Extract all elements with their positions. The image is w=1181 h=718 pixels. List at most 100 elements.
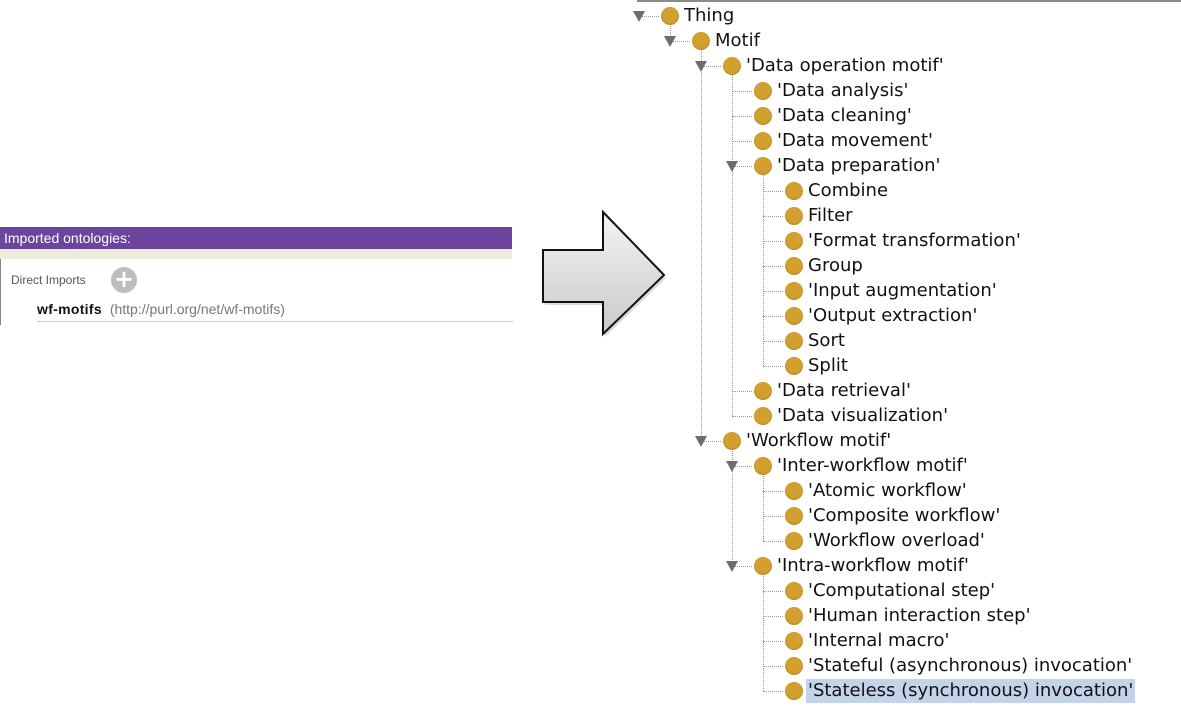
- tree-connector: [763, 241, 783, 242]
- imports-toolbar-strip: [0, 249, 512, 259]
- expand-toggle-icon[interactable]: [664, 36, 676, 47]
- class-bullet-icon: [754, 457, 772, 475]
- tree-node[interactable]: Sort: [785, 329, 847, 353]
- tree-node-label: 'Data retrieval': [777, 380, 911, 401]
- class-bullet-icon: [785, 307, 803, 325]
- expand-toggle-icon[interactable]: [695, 61, 707, 72]
- tree-node-label: 'Stateful (asynchronous) invocation': [808, 655, 1133, 676]
- tree-node[interactable]: 'Stateless (synchronous) invocation': [785, 679, 1136, 703]
- class-bullet-icon: [723, 57, 741, 75]
- tree-node[interactable]: 'Data visualization': [754, 404, 950, 428]
- class-bullet-icon: [785, 532, 803, 550]
- tree-connector: [732, 391, 752, 392]
- tree-connector: [763, 666, 783, 667]
- class-bullet-icon: [754, 382, 772, 400]
- tree-node[interactable]: Thing: [661, 4, 736, 28]
- tree-connector: [732, 416, 752, 417]
- tree-node[interactable]: 'Internal macro': [785, 629, 951, 653]
- right-arrow-icon: [542, 209, 666, 337]
- tree-connector: [763, 291, 783, 292]
- expand-toggle-icon[interactable]: [726, 161, 738, 172]
- tree-connector: [763, 541, 783, 542]
- tree-branch-line: [701, 47, 702, 441]
- tree-node[interactable]: Split: [785, 354, 850, 378]
- tree-node[interactable]: 'Data movement': [754, 129, 935, 153]
- tree-branch-line: [670, 22, 671, 41]
- tree-node-label: 'Human interaction step': [808, 605, 1031, 626]
- tree-connector: [763, 616, 783, 617]
- tree-node[interactable]: Combine: [785, 179, 890, 203]
- tree-node[interactable]: 'Input augmentation': [785, 279, 999, 303]
- add-import-button[interactable]: +: [111, 267, 137, 293]
- tree-node-label: 'Composite workflow': [808, 505, 1001, 526]
- tree-node-label: Group: [808, 255, 863, 276]
- tree-node[interactable]: Group: [785, 254, 865, 278]
- tree-node[interactable]: 'Human interaction step': [785, 604, 1033, 628]
- tree-connector: [763, 591, 783, 592]
- tree-node[interactable]: 'Format transformation': [785, 229, 1023, 253]
- import-row[interactable]: wf-motifs (http://purl.org/net/wf-motifs…: [37, 299, 513, 322]
- tree-branch-line: [732, 72, 733, 416]
- class-bullet-icon: [785, 357, 803, 375]
- tree-node[interactable]: 'Data preparation': [754, 154, 942, 178]
- imports-header: Imported ontologies:: [0, 227, 512, 249]
- expand-toggle-icon[interactable]: [633, 11, 645, 22]
- tree-node[interactable]: 'Computational step': [785, 579, 997, 603]
- expand-toggle-icon[interactable]: [726, 461, 738, 472]
- tree-node[interactable]: 'Composite workflow': [785, 504, 1002, 528]
- tree-node-label: 'Computational step': [808, 580, 996, 601]
- tree-node-label: 'Inter-workflow motif': [777, 455, 968, 476]
- tree-branch-line: [763, 572, 764, 691]
- tree-node[interactable]: 'Workflow overload': [785, 529, 987, 553]
- class-bullet-icon: [785, 507, 803, 525]
- tree-node-label: 'Workflow overload': [808, 530, 985, 551]
- class-bullet-icon: [785, 232, 803, 250]
- class-bullet-icon: [785, 257, 803, 275]
- tree-node-label: 'Data preparation': [777, 155, 941, 176]
- tree-connector: [701, 441, 721, 442]
- tree-node[interactable]: 'Data operation motif': [723, 54, 946, 78]
- direct-imports-label: Direct Imports: [11, 273, 86, 287]
- tree-node[interactable]: Filter: [785, 204, 855, 228]
- tree-node-label: 'Data movement': [777, 130, 933, 151]
- tree-node[interactable]: 'Output extraction': [785, 304, 979, 328]
- tree-node-label: Combine: [808, 180, 889, 201]
- tree-node[interactable]: 'Atomic workflow': [785, 479, 969, 503]
- tree-node[interactable]: 'Intra-workflow motif': [754, 554, 971, 578]
- tree-node[interactable]: 'Workflow motif': [723, 429, 893, 453]
- tree-node[interactable]: Motif: [692, 29, 762, 53]
- class-bullet-icon: [785, 207, 803, 225]
- tree-node-label: Sort: [808, 330, 845, 351]
- expand-toggle-icon[interactable]: [695, 436, 707, 447]
- tree-connector: [763, 341, 783, 342]
- expand-toggle-icon[interactable]: [726, 561, 738, 572]
- tree-node[interactable]: 'Inter-workflow motif': [754, 454, 970, 478]
- class-bullet-icon: [785, 607, 803, 625]
- tree-node-label: 'Data operation motif': [746, 55, 944, 76]
- class-bullet-icon: [785, 657, 803, 675]
- tree-node[interactable]: 'Data retrieval': [754, 379, 913, 403]
- plus-circle-icon: +: [113, 265, 135, 293]
- tree-branch-line: [763, 472, 764, 541]
- tree-connector: [763, 491, 783, 492]
- tree-node-label: 'Data analysis': [777, 80, 909, 101]
- class-bullet-icon: [785, 632, 803, 650]
- tree-node[interactable]: 'Stateful (asynchronous) invocation': [785, 654, 1134, 678]
- tree-connector: [639, 16, 659, 17]
- tree-connector: [763, 266, 783, 267]
- tree-node[interactable]: 'Data cleaning': [754, 104, 914, 128]
- tree-top-border: [637, 0, 1181, 2]
- class-bullet-icon: [723, 432, 741, 450]
- class-bullet-icon: [785, 582, 803, 600]
- tree-connector: [732, 566, 752, 567]
- tree-node-label: Motif: [715, 30, 760, 51]
- tree-node-label: Thing: [684, 5, 735, 26]
- class-bullet-icon: [785, 482, 803, 500]
- class-bullet-icon: [754, 82, 772, 100]
- class-bullet-icon: [785, 332, 803, 350]
- class-bullet-icon: [754, 407, 772, 425]
- tree-node[interactable]: 'Data analysis': [754, 79, 910, 103]
- tree-node-label: 'Data visualization': [777, 405, 949, 426]
- tree-branch-line: [732, 447, 733, 566]
